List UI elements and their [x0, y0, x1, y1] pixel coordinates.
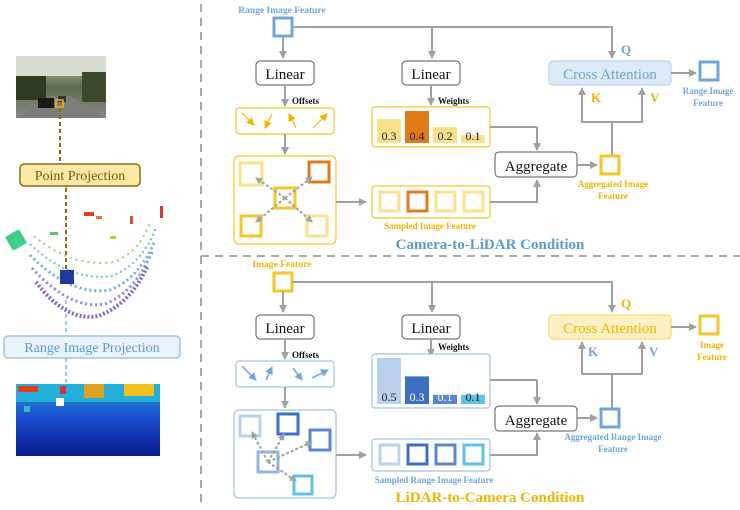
- bottom-aggregated-box: [599, 407, 621, 429]
- bottom-weight-bar-4: [461, 394, 485, 404]
- range-image: [16, 384, 160, 456]
- range-image-projection-label: Range Image Projection: [24, 341, 159, 356]
- bottom-weight-bar-2: [405, 376, 429, 404]
- bottom-q-label: Q: [621, 296, 631, 311]
- top-offset-arrows: [241, 112, 328, 129]
- top-weight-value-2: 0.4: [410, 129, 425, 143]
- bottom-output-label-2: Feature: [697, 352, 727, 362]
- point-projection-box: [19, 163, 141, 187]
- point-cloud: [5, 206, 163, 319]
- bottom-weight-bars: 0.5 0.3 0.1 0.1: [377, 358, 485, 404]
- top-weight-value-1: 0.3: [382, 129, 397, 143]
- bottom-sampled-2: [406, 443, 429, 466]
- top-output-box: [698, 60, 720, 82]
- top-linear-1-label: Linear: [265, 67, 304, 83]
- top-sampled-1: [378, 190, 401, 213]
- top-weight-bar-2: [405, 111, 429, 143]
- top-input-feature-box: [272, 16, 294, 38]
- top-k-label: K: [591, 90, 602, 105]
- top-sampled-label: Sampled Image Feature: [384, 221, 476, 231]
- bottom-sampling-squares: [238, 412, 332, 496]
- top-weights-label: Weights: [438, 96, 470, 106]
- top-sampled-2: [406, 190, 429, 213]
- bottom-sampled-label: Sampled Range Image Feature: [375, 475, 494, 485]
- top-condition-title: Camera-to-LiDAR Condition: [396, 237, 585, 253]
- top-weight-bars: 0.3 0.4 0.2 0.1: [377, 111, 485, 143]
- bottom-linear-2-label: Linear: [411, 321, 450, 337]
- top-v-label: V: [650, 90, 660, 105]
- bottom-cross-attention-label: Cross Attention: [563, 321, 657, 337]
- bottom-output-label-1: Image: [700, 340, 724, 350]
- top-weight-bar-4: [461, 135, 485, 143]
- top-sampled-4: [462, 190, 485, 213]
- top-output-label-2: Feature: [693, 98, 723, 108]
- top-cross-attention-label: Cross Attention: [563, 67, 657, 83]
- top-sampling-vectors: [255, 176, 313, 223]
- top-weight-value-3: 0.2: [438, 129, 453, 143]
- bottom-sampled-3: [434, 443, 457, 466]
- camera-image: [16, 56, 106, 118]
- range-image-projection-box: [3, 335, 181, 359]
- top-linear-2-label: Linear: [411, 67, 450, 83]
- bottom-v-label: V: [649, 344, 659, 359]
- top-section: Range Image Feature Linear Linear Cross …: [233, 6, 734, 253]
- top-aggregated-label-2: Feature: [598, 191, 628, 201]
- bottom-linear-1-label: Linear: [265, 321, 304, 337]
- bottom-sampled-1: [378, 443, 401, 466]
- bottom-weight-bar-1: [377, 358, 401, 404]
- bottom-weight-value-4: 0.1: [466, 390, 481, 404]
- bottom-weight-value-3: 0.1: [438, 390, 453, 404]
- top-aggregated-label-1: Aggregated Image: [578, 179, 649, 189]
- left-panel: Point Projection Range Image Projection: [3, 56, 181, 456]
- bottom-offset-arrows: [241, 365, 329, 381]
- bottom-input-feature-box: [272, 271, 294, 293]
- top-output-label-1: Range Image: [683, 86, 734, 96]
- top-input-label: Range Image Feature: [238, 6, 325, 16]
- bottom-weight-value-2: 0.3: [410, 390, 425, 404]
- bottom-sampled-4: [462, 443, 485, 466]
- top-weight-value-4: 0.1: [466, 129, 481, 143]
- bottom-section: Image Feature Linear Linear Cross Attent…: [233, 260, 727, 506]
- bottom-output-box: [698, 314, 720, 336]
- top-weight-bar-1: [377, 119, 401, 143]
- bottom-condition-title: LiDAR-to-Camera Condition: [396, 490, 585, 506]
- bottom-aggregated-label-2: Feature: [598, 444, 628, 454]
- bottom-weights-label: Weights: [438, 342, 470, 352]
- bottom-aggregate-label: Aggregate: [505, 413, 568, 429]
- top-weight-bar-3: [433, 127, 457, 143]
- top-sampled-3: [434, 190, 457, 213]
- bottom-input-label: Image Feature: [252, 260, 311, 270]
- bottom-weight-value-1: 0.5: [382, 390, 397, 404]
- top-q-label: Q: [621, 42, 631, 57]
- bottom-k-label: K: [588, 344, 599, 359]
- top-offsets-label: Offsets: [292, 96, 319, 106]
- top-aggregated-box: [599, 154, 621, 176]
- top-aggregate-label: Aggregate: [505, 159, 568, 175]
- point-projection-label: Point Projection: [35, 169, 126, 184]
- bottom-weight-bar-3: [433, 394, 457, 404]
- bottom-offsets-label: Offsets: [292, 350, 319, 360]
- bottom-sampling-vectors: [251, 431, 313, 482]
- bottom-aggregated-label-1: Aggregated Range Image: [564, 432, 661, 442]
